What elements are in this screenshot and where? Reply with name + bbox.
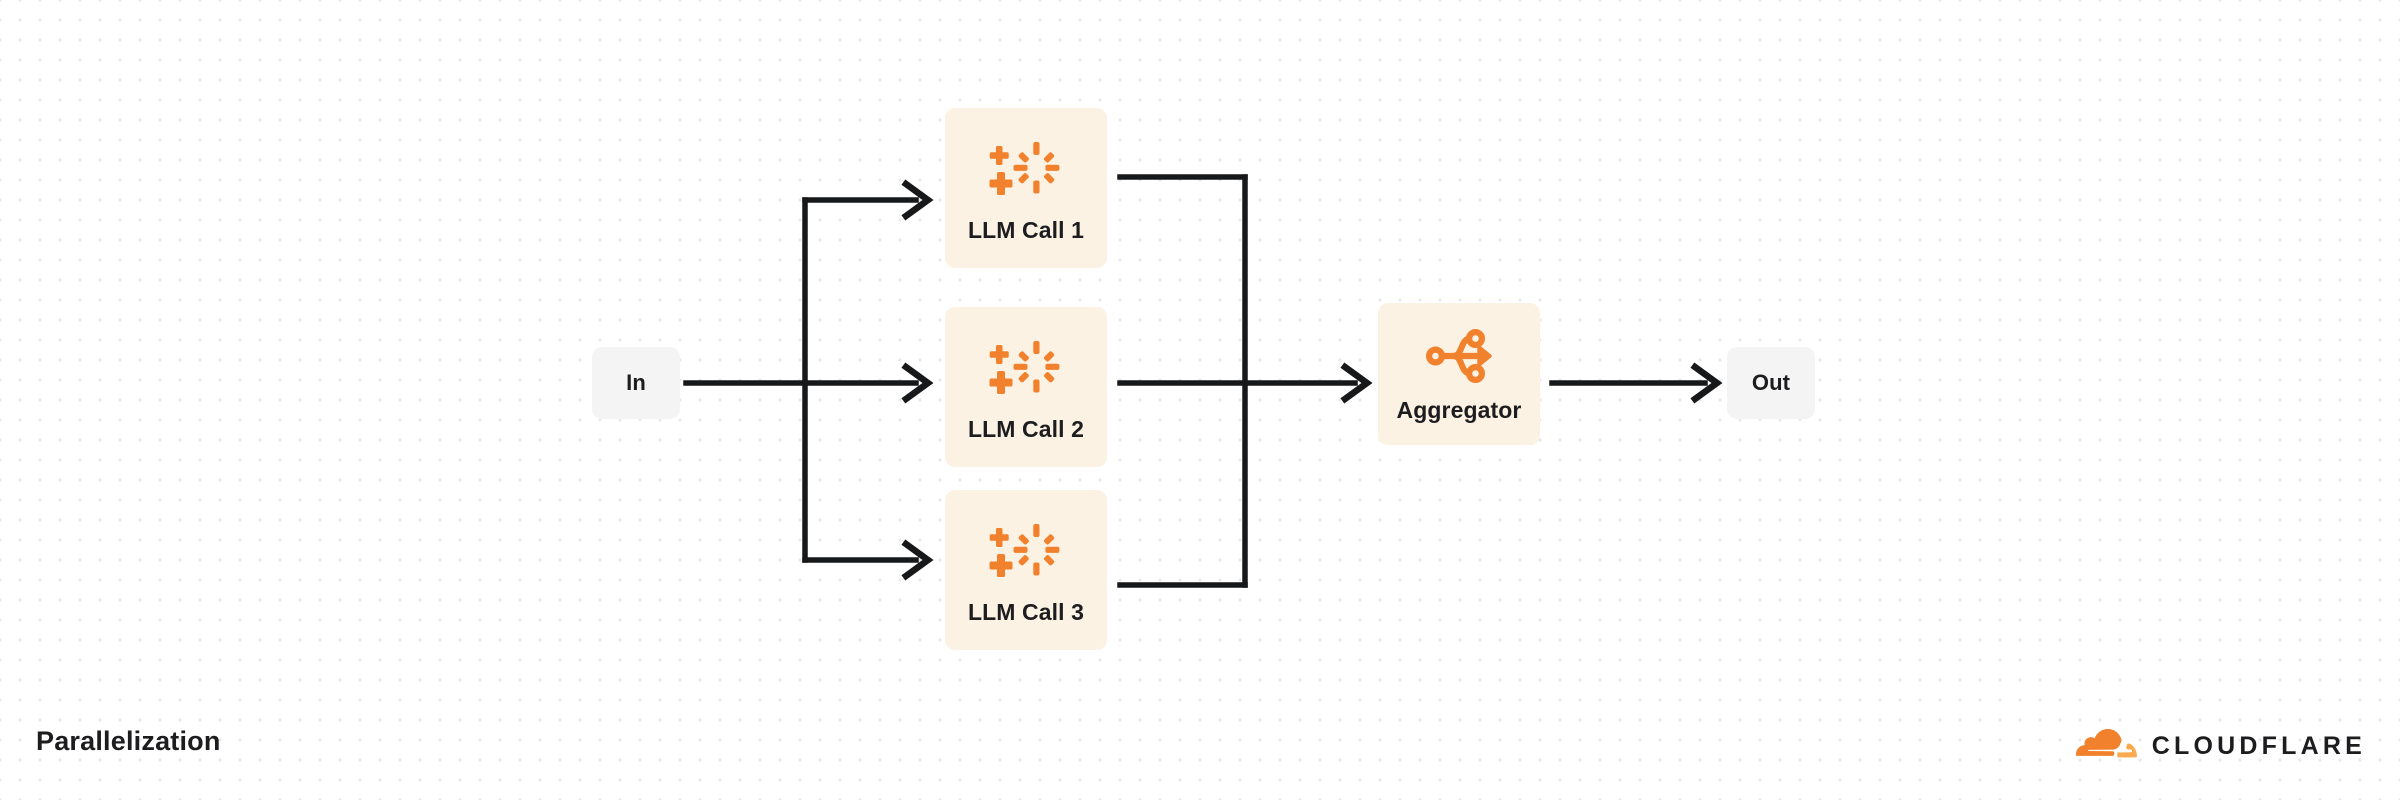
node-out-label: Out xyxy=(1751,370,1791,395)
node-llm-call-2-label: LLM Call 2 xyxy=(967,415,1084,442)
arrowhead-aggregator xyxy=(1340,362,1373,404)
node-aggregator[interactable]: Aggregator xyxy=(1378,303,1540,445)
page-title: Parallelization xyxy=(36,726,221,756)
node-aggregator-label: Aggregator xyxy=(1396,396,1522,423)
node-in[interactable]: In xyxy=(592,347,680,419)
ai-sparkle-icon xyxy=(987,139,1065,201)
ai-sparkle-icon xyxy=(987,521,1065,583)
node-llm-call-3[interactable]: LLM Call 3 xyxy=(945,490,1107,650)
node-out[interactable]: Out xyxy=(1727,347,1815,419)
brand-lockup: CLOUDFLARE xyxy=(2066,726,2366,767)
cloudflare-cloud-logo xyxy=(2066,726,2138,767)
node-llm-call-2[interactable]: LLM Call 2 xyxy=(945,307,1107,467)
node-in-label: In xyxy=(626,370,646,395)
node-llm-call-3-label: LLM Call 3 xyxy=(967,598,1084,625)
brand-name: CLOUDFLARE xyxy=(2151,732,2366,760)
ai-sparkle-icon xyxy=(987,338,1065,400)
aggregator-merge-icon xyxy=(1420,325,1498,387)
node-llm-call-1[interactable]: LLM Call 1 xyxy=(945,108,1107,268)
arrowhead-llm2 xyxy=(901,362,934,404)
arrowhead-llm1 xyxy=(901,179,934,221)
arrowhead-llm3 xyxy=(901,539,934,581)
node-llm-call-1-label: LLM Call 1 xyxy=(967,216,1084,243)
arrowhead-out xyxy=(1690,362,1723,404)
